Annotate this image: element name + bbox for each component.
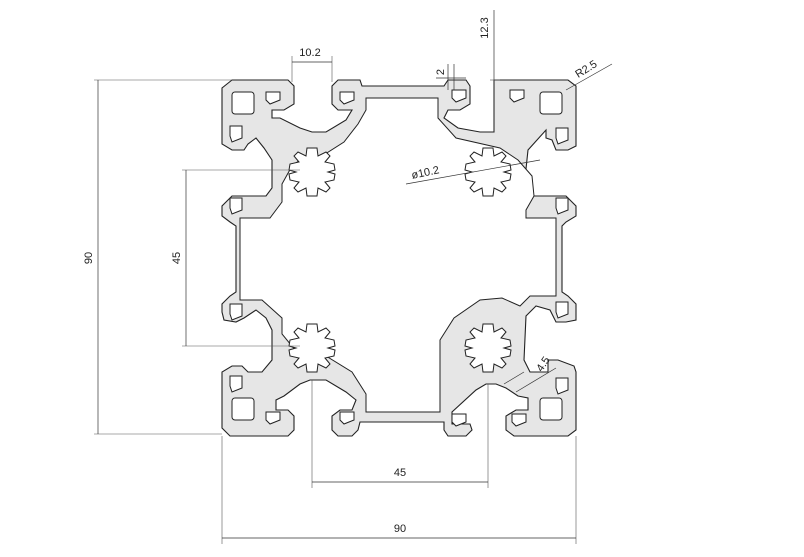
slot-notch-top-mid <box>339 91 355 105</box>
corner-cavity-top-right <box>539 91 563 115</box>
leader-radius <box>565 63 613 91</box>
corner-cavity-top-left <box>231 91 255 115</box>
label-overall-width: 90 <box>394 523 406 535</box>
label-bore-spacing-horizontal: 45 <box>394 467 406 479</box>
slot-notch-bottom-mid <box>339 411 355 425</box>
label-bore-diameter: ø10.2 <box>410 164 440 182</box>
slot-notch-right-mid-lower <box>555 301 569 319</box>
label-wall-thickness: 2 <box>435 69 447 75</box>
slot-notch-top-right <box>451 89 467 103</box>
slot-notch-right-mid-upper <box>555 197 569 215</box>
label-corner-radius: R2.5 <box>573 58 599 80</box>
leader-bore-diameter <box>405 159 541 185</box>
slot-notch-left-top <box>229 125 243 143</box>
slot-notch-top-left <box>265 91 281 105</box>
star-bore-shape <box>464 147 512 197</box>
slot-notch-bottom-right <box>451 413 467 427</box>
bore-bottom-left <box>288 323 336 373</box>
label-bore-spacing-vertical: 45 <box>171 252 183 264</box>
label-overall-height: 90 <box>83 252 95 264</box>
star-bore-shape <box>464 323 512 373</box>
corner-cavity-bottom-left <box>231 397 255 421</box>
slot-notch-left-mid-upper <box>229 197 243 215</box>
label-slot-width: 10.2 <box>299 47 320 59</box>
bore-top-left <box>288 147 336 197</box>
slot-notch-right-bottom <box>555 377 569 395</box>
corner-cavity-bottom-right <box>539 397 563 421</box>
dim-line-rib <box>515 367 557 393</box>
dim-line-rib-inner <box>503 371 525 385</box>
dimension-lines <box>94 10 613 544</box>
star-bore-shape <box>288 147 336 197</box>
slot-notch-left-bottom <box>229 375 243 393</box>
slot-notch-bottom-far-right <box>511 413 527 427</box>
star-bore-shape <box>288 323 336 373</box>
bores <box>288 147 512 373</box>
label-slot-depth: 12.3 <box>479 17 491 38</box>
bore-bottom-right <box>464 323 512 373</box>
dimension-labels: 90 45 45 90 10.2 12.3 2 R2.5 ø10.2 4.5 <box>83 17 599 535</box>
slot-notch-right-top <box>555 127 569 145</box>
slot-notch-left-mid-lower <box>229 303 243 321</box>
bore-top-right <box>464 147 512 197</box>
slot-notch-bottom-left <box>265 411 281 425</box>
aluminum-profile <box>221 79 577 437</box>
slot-notch-top-far-right <box>509 89 525 103</box>
